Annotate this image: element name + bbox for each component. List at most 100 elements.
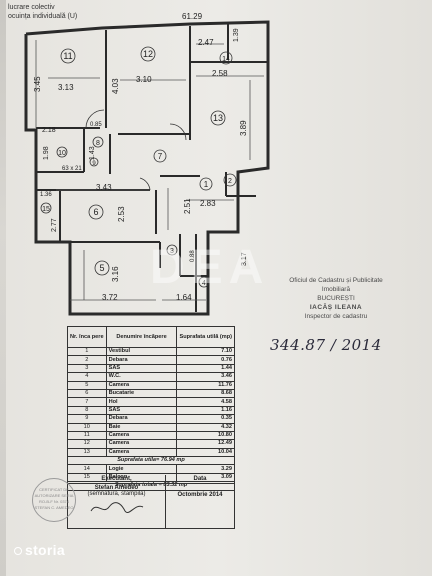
cell-area: 8.68: [176, 388, 235, 399]
cell-nr: 6: [67, 388, 107, 399]
cell-area: 1.16: [176, 405, 235, 416]
cell-area: 11.76: [176, 380, 235, 390]
cell-name: Baie: [105, 422, 178, 432]
storia-logo-icon: [14, 547, 22, 556]
room-1-label: 1: [204, 180, 209, 189]
cell-name: W.C.: [105, 372, 178, 382]
cell-name: Vestibul: [105, 346, 178, 357]
cell-nr: 9: [67, 414, 107, 424]
dim-313: 3.13: [58, 83, 74, 92]
header-name: Denumire încăpere: [105, 326, 178, 348]
cell-area: 4.58: [176, 397, 235, 407]
dim-343: 3.43: [96, 183, 112, 192]
header-line-2: ocuința individuală (U): [8, 13, 78, 20]
room-3-label: 3: [170, 248, 174, 255]
room-8-label: 8: [96, 140, 100, 147]
executant-label: Executant,: [68, 475, 166, 483]
header-area: Suprafata utilă (mp): [176, 326, 235, 348]
cell-nr: 13: [67, 447, 107, 458]
useful-total: Suprafata utila= 76.94 mp: [67, 456, 235, 466]
room-11-label: 11: [63, 51, 72, 61]
cell-nr: 5: [67, 380, 107, 390]
cell-area: 10.04: [176, 447, 235, 458]
room-14-label: 14: [222, 56, 230, 63]
cell-area: 4.32: [176, 422, 235, 432]
dim-389: 3.89: [239, 120, 248, 136]
executant-name: Stefan Amedeo: [94, 485, 139, 491]
room-12-label: 12: [143, 49, 153, 59]
cell-area: 0.35: [176, 414, 235, 424]
handwritten-number: 344.87 / 2014: [270, 336, 382, 354]
cell-nr: 11: [67, 430, 107, 441]
dim-218: 2.18: [42, 127, 56, 134]
room-6-label: 6: [93, 207, 98, 217]
cell-nr: 8: [67, 405, 107, 416]
cell-area: 10.80: [176, 430, 235, 441]
room-10-label: 10: [58, 150, 66, 157]
dim-063: 63 x 21: [62, 166, 82, 172]
executant-note: (semnatura, stampila): [87, 491, 146, 497]
executant-cell: Stefan Amedeo (semnatura, stampila): [68, 484, 166, 528]
cell-area: 3.46: [176, 372, 235, 382]
cell-nr: 1: [67, 346, 107, 357]
room-7-label: 7: [158, 152, 163, 161]
cell-area: 7.10: [176, 346, 235, 357]
cell-name: Debara: [105, 355, 178, 365]
cell-name: Camera: [105, 447, 178, 458]
cell-area: 0.76: [176, 355, 235, 365]
dim-251: 2.51: [183, 198, 192, 214]
dim-247: 2.47: [198, 38, 214, 47]
cell-area: 12.49: [176, 439, 235, 449]
official-line-1: Oficiul de Cadastru și Publicitate Imobi…: [289, 277, 383, 293]
table-header-row: Nr. înca pere Denumire încăpere Suprafat…: [67, 326, 235, 348]
cell-nr: 12: [67, 439, 107, 449]
cell-nr: 3: [67, 363, 107, 374]
cell-name: Debara: [105, 414, 178, 424]
cell-nr: 7: [67, 397, 107, 407]
storia-logo: storia: [14, 542, 65, 558]
dim-139: 1.39: [233, 28, 240, 42]
dim-283: 2.83: [200, 199, 216, 208]
cell-name: Camera: [105, 439, 178, 449]
official-name: IACĂȘ ILEANA: [309, 304, 363, 311]
cell-area: 1.44: [176, 363, 235, 374]
cell-name: Camera: [105, 430, 178, 441]
dim-088: 0.88: [190, 250, 196, 262]
storia-logo-text: storia: [25, 542, 65, 558]
cell-name: Logie: [105, 464, 178, 474]
dim-143: 1.43: [89, 146, 96, 160]
dim-258: 2.58: [212, 69, 228, 78]
header-line-1: lucrare colectiv: [8, 4, 55, 11]
signature-scribble: [90, 502, 143, 513]
date-label: Data: [193, 476, 207, 482]
cell-name: SAS: [105, 405, 178, 416]
dim-317: 3.17: [241, 252, 248, 266]
dim-top-total: 61.29: [182, 12, 203, 21]
dim-316: 3.16: [111, 266, 120, 282]
room-15-label: 15: [42, 206, 50, 213]
dim-164: 1.64: [176, 293, 192, 302]
rooms-table: Nr. înca pere Denumire încăpere Suprafat…: [67, 326, 235, 491]
dim-403: 4.03: [111, 78, 120, 94]
floor-plan: 11 12 13 14 8 10 9 7 1 2 15 6 3 5 4 61.2…: [24, 12, 270, 316]
header-nr: Nr. înca pere: [67, 326, 107, 348]
room-4-label: 4: [202, 280, 206, 287]
cell-name: Hol: [105, 397, 178, 407]
official-line-4: Inspector de cadastru: [304, 313, 368, 320]
dim-253: 2.53: [117, 206, 126, 222]
cell-nr: 4: [67, 372, 107, 382]
dim-277: 2.77: [51, 218, 58, 232]
room-13-label: 13: [213, 113, 223, 123]
cell-name: SAS: [105, 363, 178, 374]
signature-row-labels: Executant, Data: [67, 475, 235, 484]
watermark-logo: DEA: [150, 241, 270, 294]
dim-198: 1.98: [43, 146, 50, 160]
official-stamp-text: Oficiul de Cadastru și Publicitate Imobi…: [280, 276, 392, 321]
